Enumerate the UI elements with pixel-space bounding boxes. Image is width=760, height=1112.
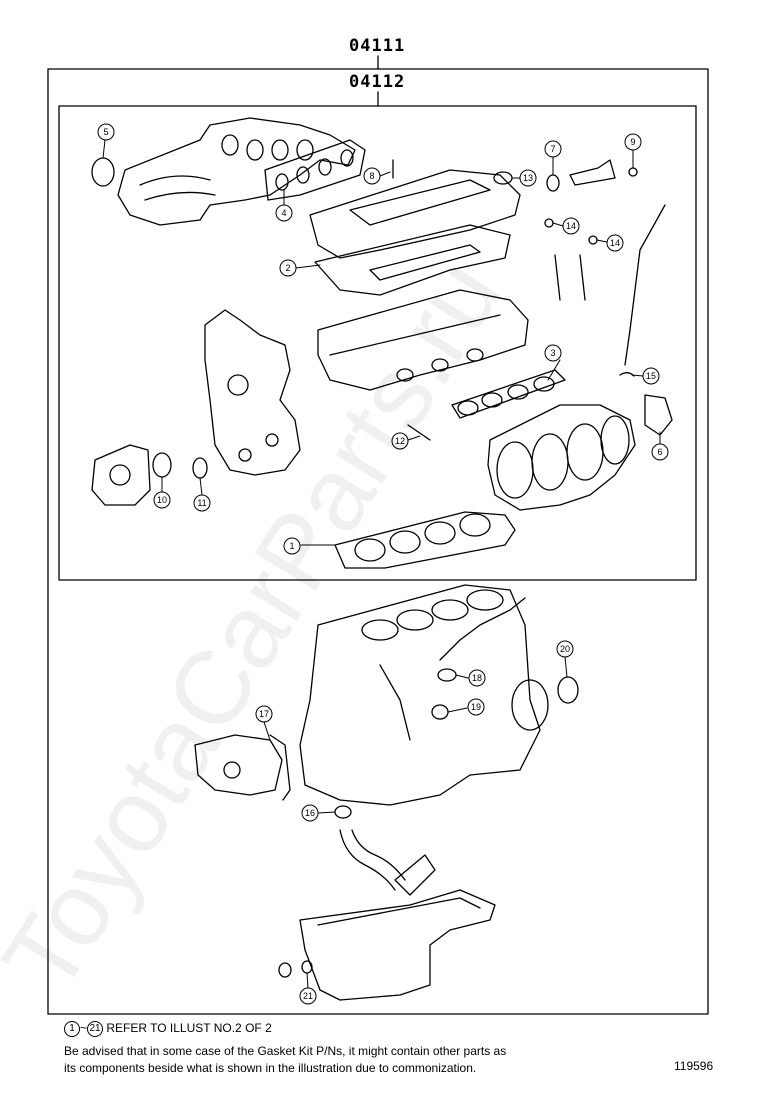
callout-3: 3	[544, 344, 562, 362]
injector	[569, 159, 616, 186]
svg-text:12: 12	[395, 436, 405, 446]
svg-text:14: 14	[566, 221, 576, 231]
callout-11: 11	[193, 494, 211, 512]
illustration-id: 119596	[674, 1059, 714, 1073]
svg-text:4: 4	[281, 208, 286, 218]
svg-text:6: 6	[657, 447, 662, 457]
valve-2	[579, 254, 586, 301]
svg-text:8: 8	[369, 171, 374, 181]
callout-12: 12	[391, 432, 409, 450]
ring-15	[619, 372, 635, 377]
range-separator: ~	[80, 1021, 88, 1035]
intake-gasket	[451, 369, 566, 419]
callout-21: 21	[299, 987, 317, 1005]
bolt-12	[407, 424, 431, 441]
callout-4: 4	[275, 204, 293, 222]
callout-9: 9	[624, 133, 642, 151]
svg-text:18: 18	[472, 673, 482, 683]
inner-frame	[58, 105, 697, 581]
oil-seal-cam	[91, 157, 115, 187]
gasket-18	[437, 668, 457, 682]
refer-note: 1~21 REFER TO ILLUST NO.2 OF 2	[64, 1020, 272, 1037]
callout-16: 16	[301, 804, 319, 822]
callout-5: 5	[97, 123, 115, 141]
cylinder-head	[317, 289, 529, 391]
part-number-inner: 04112	[349, 72, 406, 92]
water-pump-gasket	[152, 452, 172, 478]
svg-text:13: 13	[523, 173, 533, 183]
callout-ref-start: 1	[64, 1020, 80, 1037]
callout-7: 7	[544, 140, 562, 158]
plug-21a	[278, 962, 292, 978]
gasket-6	[644, 394, 673, 436]
gasket-21	[301, 960, 313, 974]
svg-text:3: 3	[550, 348, 555, 358]
callout-10: 10	[153, 491, 171, 509]
valve-cover	[309, 169, 521, 259]
svg-text:5: 5	[103, 127, 108, 137]
oil-seal-rear	[557, 676, 579, 704]
callout-15: 15	[642, 367, 660, 385]
svg-text:10: 10	[157, 495, 167, 505]
callout-1: 1	[283, 537, 301, 555]
callout-2: 2	[279, 259, 297, 277]
svg-text:1: 1	[289, 541, 294, 551]
valve-cover-gasket	[314, 224, 511, 296]
oil-seal-front	[192, 457, 208, 479]
oil-pan	[299, 889, 496, 1001]
outer-frame	[47, 68, 709, 1015]
svg-text:19: 19	[471, 702, 481, 712]
exhaust-gasket	[264, 139, 366, 201]
gasket-16	[334, 805, 352, 819]
svg-text:14: 14	[610, 238, 620, 248]
callout-6: 6	[651, 443, 669, 461]
svg-text:15: 15	[646, 371, 656, 381]
part-number-outer: 04111	[349, 36, 406, 56]
svg-text:2: 2	[285, 263, 290, 273]
cylinder-block	[299, 584, 549, 806]
svg-text:16: 16	[305, 808, 315, 818]
intake-manifold	[487, 404, 636, 511]
callout-19: 19	[467, 698, 485, 716]
timing-cover	[204, 309, 301, 476]
oil-strainer	[339, 829, 436, 896]
plug-seal	[546, 174, 560, 192]
seal-14b	[588, 235, 598, 245]
svg-text:17: 17	[259, 709, 269, 719]
callout-18: 18	[468, 669, 486, 687]
svg-text:7: 7	[550, 144, 555, 154]
cylinder-head-gasket	[334, 511, 516, 569]
valve-1	[554, 254, 561, 301]
block-tube	[439, 597, 526, 661]
refer-text: REFER TO ILLUST NO.2 OF 2	[106, 1021, 272, 1035]
callout-14b: 14	[606, 234, 624, 252]
callout-20: 20	[556, 640, 574, 658]
dipstick-guide	[624, 204, 666, 366]
svg-text:9: 9	[630, 137, 635, 147]
callout-ref-end: 21	[87, 1020, 104, 1037]
advisory-line-2: its components beside what is shown in t…	[64, 1061, 477, 1075]
seal-19	[431, 704, 449, 720]
callout-8: 8	[363, 167, 381, 185]
advisory-line-1: Be advised that in some case of the Gask…	[64, 1044, 507, 1058]
callout-13: 13	[519, 169, 537, 187]
callouts: 1 2 3 4 5 6 7 8 9 10 11 12 13 14 14 15 1…	[97, 123, 669, 1005]
oil-pump	[194, 734, 291, 801]
svg-text:20: 20	[560, 644, 570, 654]
svg-text:11: 11	[197, 498, 206, 508]
svg-text:21: 21	[303, 991, 313, 1001]
exhaust-manifold	[117, 117, 356, 226]
o-ring-9	[628, 167, 638, 177]
callout-17: 17	[255, 705, 273, 723]
water-pump	[91, 444, 151, 506]
seal-14a	[544, 218, 554, 228]
callout-14a: 14	[562, 217, 580, 235]
